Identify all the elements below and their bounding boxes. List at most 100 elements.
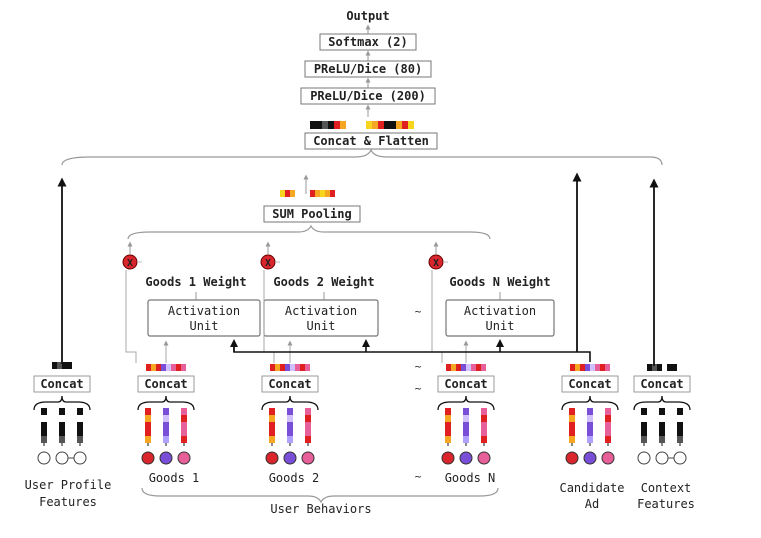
embedding-cell	[305, 408, 311, 415]
feature-node	[565, 451, 579, 465]
feature-node	[37, 451, 51, 465]
concat-embedding-strip-cell	[585, 364, 590, 371]
embedding-cell	[145, 422, 151, 429]
goods-n-column: Concat	[437, 364, 495, 465]
embedding-cell	[77, 429, 83, 436]
embedding-cell	[77, 436, 83, 443]
concat-brace	[137, 395, 195, 411]
goods-weight-label: Goods N Weight	[449, 275, 550, 289]
concat-embedding-strip-cell	[52, 362, 57, 369]
concat-brace	[561, 395, 619, 411]
embedding-cell	[163, 422, 169, 429]
embedding-cell	[587, 436, 593, 443]
user-behaviors-brace	[141, 487, 499, 504]
pool-strip-b-cell	[330, 190, 335, 197]
embedding-cell	[605, 436, 611, 443]
pool-strip-b-cell	[310, 190, 315, 197]
concat-embedding-strip-cell	[151, 364, 156, 371]
concat-label: Concat	[444, 377, 487, 391]
embedding-cell	[587, 422, 593, 429]
embedding-cell	[59, 429, 65, 436]
concat-embedding-strip	[52, 362, 72, 369]
flatten-strip-left-cell	[334, 121, 340, 129]
embedding-cell	[287, 408, 293, 415]
embedding-bar	[677, 408, 683, 446]
concat-embedding-strip	[570, 364, 610, 371]
feature-node	[159, 451, 173, 465]
embedding-bar	[445, 408, 451, 446]
concat-embedding-strip-cell	[305, 364, 310, 371]
embedding-cell	[641, 436, 647, 443]
embedding-bar	[163, 408, 169, 446]
embedding-cell	[269, 429, 275, 436]
concat-embedding-strip-cell	[176, 364, 181, 371]
embedding-bar	[305, 408, 311, 446]
flatten-strip-left-cell	[340, 121, 346, 129]
embedding-bar	[59, 408, 65, 446]
embedding-cell	[659, 415, 665, 422]
embedding-bar	[659, 408, 665, 446]
pool-strip-b-cell	[320, 190, 325, 197]
flatten-strip-right-cell	[402, 121, 408, 129]
concat-embedding-strip-cell	[275, 364, 280, 371]
embedding-cell	[59, 436, 65, 443]
concat-embedding-strip	[647, 364, 677, 371]
embedding-cell	[677, 436, 683, 443]
concat-box	[137, 375, 195, 393]
concat-embedding-strip-cell	[570, 364, 575, 371]
goods-2-column: Concat	[261, 364, 319, 465]
user-profile-label-1: User Profile	[25, 478, 112, 492]
concat-box	[561, 375, 619, 393]
candidate-ad-column: Concat	[561, 364, 619, 465]
goods-1-label: Goods 1	[149, 471, 200, 485]
embedding-bar	[269, 408, 275, 446]
embedding-cell	[145, 429, 151, 436]
embedding-cell	[41, 422, 47, 429]
concat-embedding-strip-cell	[57, 362, 62, 369]
embedding-bar	[41, 408, 47, 446]
embedding-cell	[659, 429, 665, 436]
multiply-symbol: X	[265, 258, 271, 269]
concat-embedding-strip	[146, 364, 186, 371]
embedding-cell	[287, 436, 293, 443]
embedding-cell	[59, 415, 65, 422]
concat-brace	[261, 395, 319, 411]
embedding-cell	[163, 429, 169, 436]
feature-node	[55, 451, 69, 465]
embedding-cell	[641, 422, 647, 429]
behavior-skip-line	[431, 270, 443, 363]
embedding-cell	[463, 415, 469, 422]
concat-embedding-strip-cell	[590, 364, 595, 371]
concat-embedding-strip-cell	[451, 364, 456, 371]
concat-embedding-strip-cell	[595, 364, 600, 371]
output-label: Output	[346, 9, 389, 23]
concat-embedding-strip-cell	[285, 364, 290, 371]
embedding-cell	[445, 436, 451, 443]
embedding-cell	[677, 408, 683, 415]
embedding-cell	[41, 429, 47, 436]
embedding-cell	[269, 422, 275, 429]
goods-n-label: Goods N	[445, 471, 496, 485]
activation-unit-label-1: Activation	[464, 304, 536, 318]
feature-node	[441, 451, 455, 465]
embedding-cell	[569, 422, 575, 429]
embedding-cell	[481, 436, 487, 443]
flatten-strip-left-cell	[346, 121, 352, 129]
embedding-cell	[163, 436, 169, 443]
embedding-cell	[287, 415, 293, 422]
activation-unit-label-2: Unit	[190, 319, 219, 333]
embedding-cell	[59, 408, 65, 415]
concat-brace	[33, 395, 91, 411]
context-label-1: Context	[641, 481, 692, 495]
embedding-bar	[481, 408, 487, 446]
concat-embedding-strip-cell	[181, 364, 186, 371]
concat-embedding-strip-cell	[667, 364, 672, 371]
embedding-bar	[287, 408, 293, 446]
prelu-80-box	[304, 60, 432, 78]
embedding-cell	[569, 415, 575, 422]
prelu-200-box	[300, 87, 436, 105]
goods-weight-label: Goods 2 Weight	[273, 275, 374, 289]
multiply-symbol: X	[433, 258, 439, 269]
activation-unit-label-1: Activation	[285, 304, 357, 318]
prelu-200-label: PReLU/Dice (200)	[310, 89, 426, 103]
